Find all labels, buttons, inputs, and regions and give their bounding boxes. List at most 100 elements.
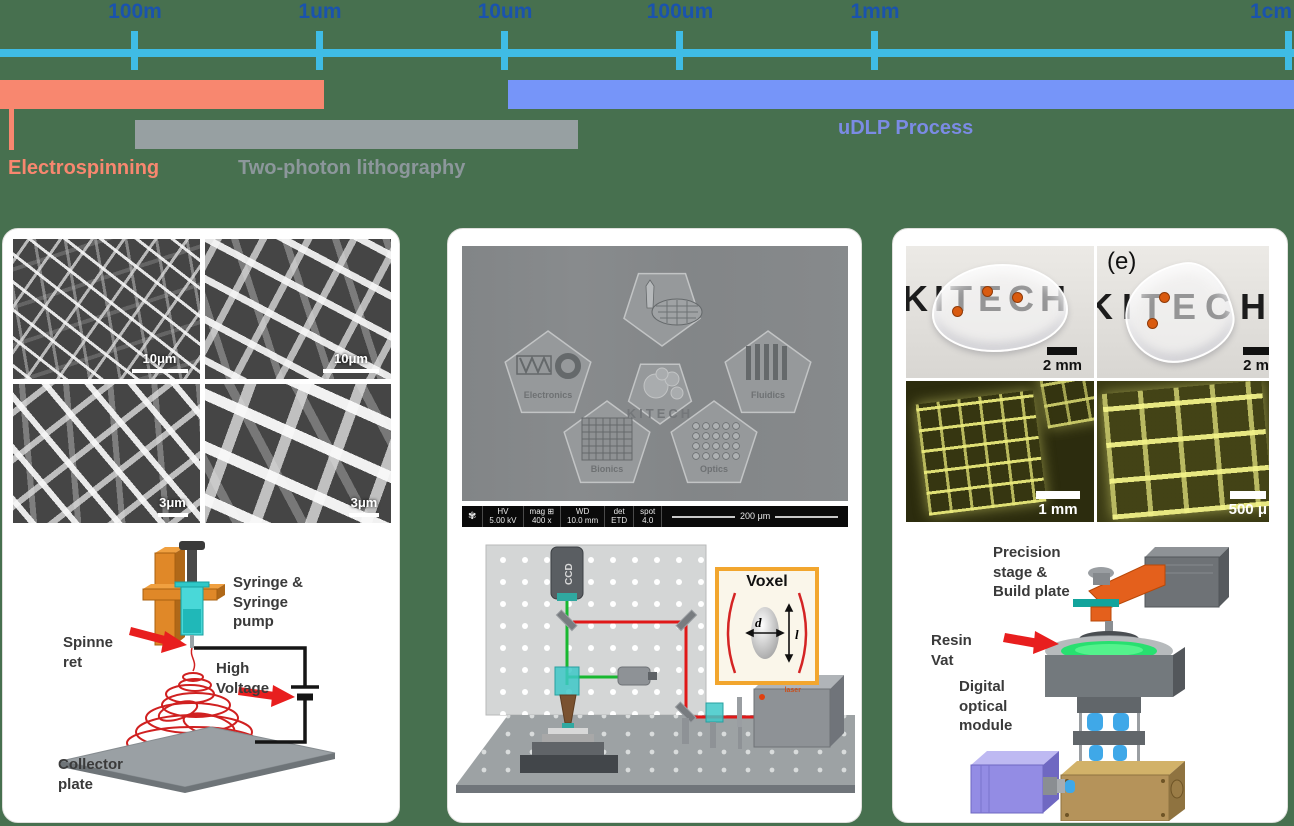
hv-value: 5.00 kV xyxy=(489,515,517,525)
photo-scalebar-tr xyxy=(1243,347,1269,355)
lattice-photo-2: 500 μ xyxy=(1097,381,1269,522)
sem-scale-text-2: 10μm xyxy=(334,350,368,366)
fiber-sem-grid: 10μm 10μm 3μm 3μm xyxy=(13,239,391,523)
udlp-range-bar xyxy=(508,80,1294,109)
sample-stage xyxy=(520,728,618,773)
electrospinning-leader-line xyxy=(9,109,14,150)
kitech-sem-graphic: Electronics Fluidics Bionics Optics KITE… xyxy=(462,246,848,501)
electrospinning-diagram xyxy=(60,541,336,793)
photo-scale-text-tr: 2 m xyxy=(1243,357,1269,374)
axis-label-1cm: 1cm xyxy=(1249,0,1292,23)
fluidics-label: Fluidics xyxy=(751,390,785,400)
axis-tick-100m xyxy=(131,31,138,70)
optics-structures xyxy=(692,422,740,460)
lattice-photo-1: 1 mm xyxy=(906,381,1094,522)
beam-waist-right xyxy=(797,592,808,674)
orange-marker-dot xyxy=(982,286,993,297)
axis-tick-100um xyxy=(676,31,683,70)
voxel-inset: Voxel d l xyxy=(715,567,819,685)
photo-scale-br: 500 μ xyxy=(1229,491,1267,518)
sem-scale-text-1: 10μm xyxy=(142,350,177,366)
bionics-structures xyxy=(581,417,633,461)
photo-scale-tl: 2 mm xyxy=(1043,347,1082,374)
red-arrow-voltage-icon xyxy=(238,685,295,707)
udlp-label: uDLP Process xyxy=(838,117,974,139)
high-voltage-label: High Voltage xyxy=(216,660,270,697)
udlp-printer-diagram xyxy=(970,547,1229,821)
voxel-l-label: l xyxy=(795,627,799,642)
red-arrow-resin-icon xyxy=(1003,631,1059,654)
resin-vat xyxy=(1045,621,1185,697)
sem-scalebar-line-2 xyxy=(323,368,379,373)
high-voltage-circuit xyxy=(194,646,319,744)
digital-optical-module-box xyxy=(970,751,1075,814)
mirrors xyxy=(555,609,698,724)
mag-value: 400 x xyxy=(531,515,552,525)
orange-marker-dot xyxy=(1012,292,1023,303)
two-photon-label: Two-photon lithography xyxy=(238,157,466,179)
fiber-sem-image-4: 3μm xyxy=(204,383,391,523)
photo-scale-text-bl: 1 mm xyxy=(1038,501,1078,518)
electronics-label: Electronics xyxy=(524,390,573,400)
red-arrow-spinneret-icon xyxy=(129,627,187,653)
microlattice-structure xyxy=(915,390,1047,516)
orange-marker-dot xyxy=(1159,292,1170,303)
electrospinning-panel: 10μm 10μm 3μm 3μm xyxy=(2,228,400,823)
det-value: ETD xyxy=(611,515,628,525)
sem-det-cell: det ETD xyxy=(605,506,635,527)
syringe xyxy=(174,541,210,648)
photo-scalebar-tl xyxy=(1047,347,1078,355)
axis-tick-10um xyxy=(501,31,508,70)
bionics-label: Bionics xyxy=(591,464,624,474)
digital-optical-module-label: Digital optical module xyxy=(959,678,1013,734)
sem-mag-cell: mag ⊞ 400 x xyxy=(524,506,562,527)
sem-scalebar-line-4 xyxy=(349,513,379,517)
voxel-graphic: d l xyxy=(726,592,808,674)
axis-label-1um: 1um xyxy=(298,0,342,23)
mag-header: mag ⊞ xyxy=(529,506,555,516)
fiber-sem-image-2: 10μm xyxy=(204,239,391,379)
photo-scale-text-tl: 2 mm xyxy=(1042,357,1082,374)
udlp-panel: KITECH 2 mm (e) KITECH 2 m xyxy=(892,228,1288,823)
microlattice-structure-corner xyxy=(1036,381,1094,429)
sem-scale-text-3: 3μm xyxy=(159,495,186,510)
optics-label: Optics xyxy=(700,464,728,474)
spot-header: spot xyxy=(640,506,656,516)
kitech-logo-text: KITECH xyxy=(627,406,693,421)
sem-scalebar-1: 10μm xyxy=(131,350,188,373)
axis-label-100um: 100um xyxy=(646,0,714,23)
sem-wd-cell: WD 10.0 mm xyxy=(561,506,606,527)
sem-scalebar-line-3 xyxy=(157,513,188,517)
resin-vat-label: Resin Vat xyxy=(931,632,972,669)
photo-scalebar-br xyxy=(1229,491,1266,499)
electrospinning-label: Electrospinning xyxy=(8,157,160,179)
top-pentagon-structures xyxy=(645,279,703,326)
subfigure-e-label: (e) xyxy=(1107,248,1137,275)
printed-part-photo-2: (e) KITECH 2 m xyxy=(1097,246,1269,378)
axis-tick-1mm xyxy=(871,31,878,70)
sem-vendor-icon: ✾ xyxy=(462,506,484,527)
sem-spot-cell: spot 4.0 xyxy=(634,506,663,527)
scale-line-right xyxy=(775,515,839,518)
orange-marker-dot xyxy=(1147,318,1158,329)
photo-scale-bl: 1 mm xyxy=(1036,491,1080,518)
sem-scale-cell: 200 μm xyxy=(662,506,848,527)
scale-axis-line xyxy=(0,49,1294,57)
sem-scalebar-2: 10μm xyxy=(323,351,379,373)
sem-scalebar-line-1 xyxy=(131,368,188,373)
axis-label-10um: 10um xyxy=(477,0,533,23)
precision-stage-label: Precision stage & Build plate xyxy=(993,544,1070,600)
sem-scale-text-4: 3μm xyxy=(350,495,378,510)
fiber-sem-image-1: 10μm xyxy=(13,239,200,379)
dimension-arrows xyxy=(745,603,794,663)
axis-label-100m: 100m xyxy=(108,0,162,23)
sem-200um-label: 200 μm xyxy=(740,510,771,521)
voxel-title: Voxel xyxy=(746,573,788,590)
orange-marker-dot xyxy=(952,306,963,317)
printed-part-photo-1: KITECH 2 mm xyxy=(906,246,1094,378)
optical-engine-box xyxy=(1060,761,1185,821)
sem-info-bar: ✾ HV 5.00 kV mag ⊞ 400 x WD 10.0 mm det … xyxy=(462,506,848,527)
spot-value: 4.0 xyxy=(642,515,654,525)
build-arm xyxy=(1073,564,1166,622)
